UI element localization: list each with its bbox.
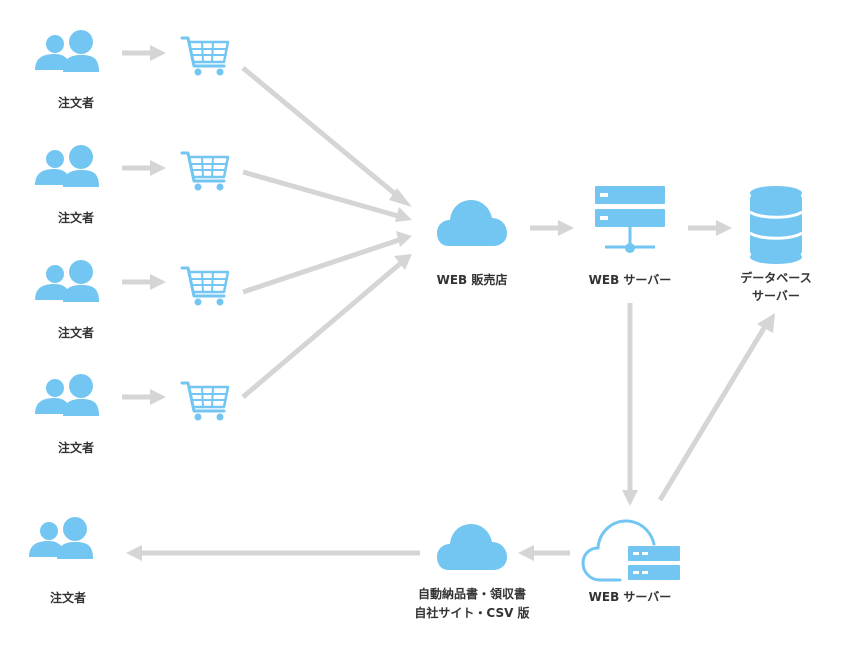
users-icon [35,260,99,302]
arrow-cloud-server-to-database [657,313,775,502]
arrow-server-to-cloud-server [622,303,638,506]
arrow-server-to-database [688,220,732,236]
arrow-person-to-cart-1 [122,45,166,61]
users-icon [29,517,93,559]
web-store-label: WEB 販売店 [437,272,508,287]
database-icon [749,186,803,264]
arrow-person-to-cart-2 [122,160,166,176]
users-icon [35,374,99,416]
arrow-output-to-orderer [126,545,420,561]
arrow-cart-to-store-1 [241,66,412,207]
database-label-line2: サーバー [752,289,800,303]
arrow-person-to-cart-4 [122,389,166,405]
users-icon [35,30,99,72]
orderer-label: 注文者 [58,325,94,340]
web-server-label: WEB サーバー [589,273,672,287]
arrow-person-to-cart-3 [122,274,166,290]
cloud-icon [437,200,507,246]
server-icon [595,186,665,253]
arrow-cloud-server-to-output [518,545,570,561]
arrow-store-to-server [530,220,574,236]
users-icon [35,145,99,187]
arrow-cart-to-store-2 [242,169,412,222]
cart-icon [180,381,230,422]
cloud-icon [437,524,507,570]
cloud-web-server-label: WEB サーバー [589,590,672,604]
database-label-line1: データベース [740,270,811,285]
cart-icon [180,151,230,192]
orderer-label: 注文者 [58,210,94,225]
output-label-line2: 自社サイト・CSV 版 [414,605,529,620]
arrow-cart-to-store-3 [242,231,412,295]
orderer-label: 注文者 [50,590,86,605]
output-label-line1: 自動納品書・領収書 [418,586,526,601]
cloud-server-icon [581,519,680,582]
cart-icon [180,266,230,307]
orderer-label: 注文者 [58,440,94,455]
arrow-cart-to-store-4 [241,254,412,399]
cart-icon [180,36,230,77]
orderer-label: 注文者 [58,95,94,110]
